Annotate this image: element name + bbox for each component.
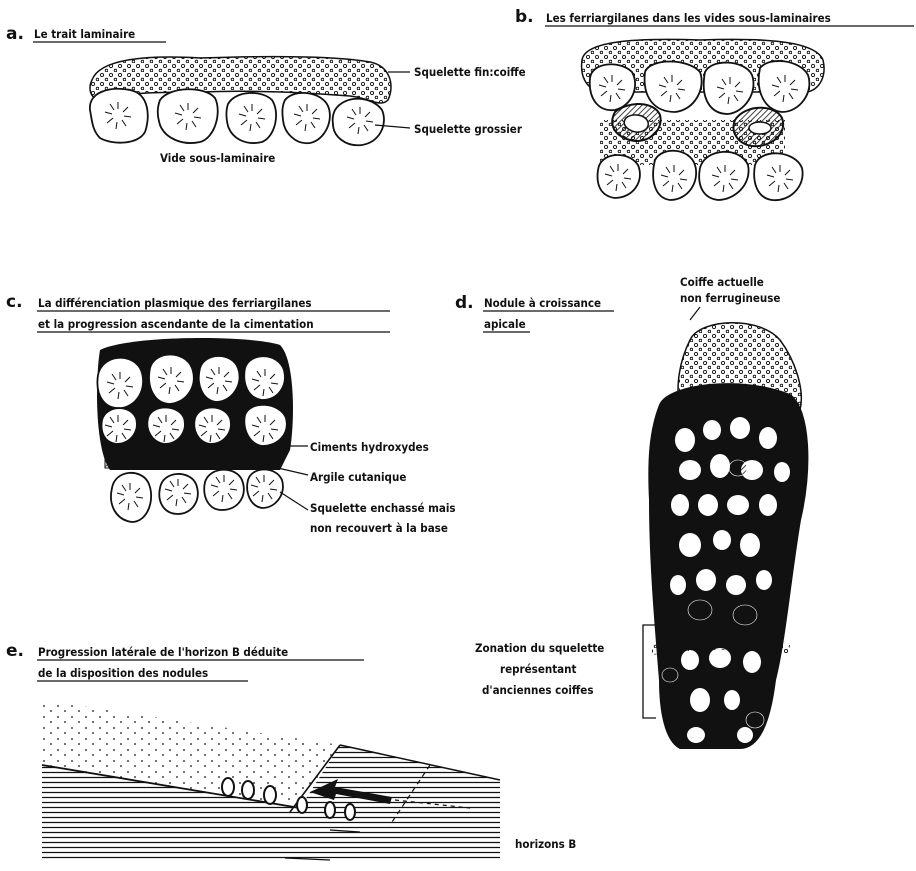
panel-e: e. Progression latérale de l'horizon B d… [6,641,576,860]
panel-d-title-line2: apicale [484,317,526,331]
coarse-grains [90,89,384,145]
panel-a-letter: a. [6,24,24,44]
panel-d-letter: d. [455,293,474,313]
label-fine-skeleton: Squelette fin:coiffe [414,65,526,79]
label-cap-line1: Coiffe actuelle [680,275,764,289]
label-cements: Ciments hydroxydes [310,440,429,454]
panel-d: d. Nodule à croissance apicale Coiffe ac… [455,275,807,748]
panel-a-title: Le trait laminaire [34,27,135,41]
label-coarse-skeleton: Squelette grossier [414,122,523,136]
panel-e-title-line1: Progression latérale de l'horizon B dédu… [38,645,288,659]
label-horizon-b: horizons B [515,837,576,851]
panel-e-letter: e. [6,641,24,661]
panel-b: b. Les ferriargilanes dans les vides sou… [515,7,914,200]
label-zonation-line1: Zonation du squelette [475,641,604,655]
label-skeleton-line1: Squelette enchassé mais [310,501,456,515]
label-zonation-line3: d'anciennes coiffes [482,683,593,697]
label-cutanic-clay: Argile cutanique [310,470,406,484]
label-skeleton-line2: non recouvert à la base [310,521,448,535]
panel-b-title: Les ferriargilanes dans les vides sous-l… [546,11,831,25]
panel-d-title-line1: Nodule à croissance [484,296,601,310]
label-sublaminar-void: Vide sous-laminaire [160,151,275,165]
panel-c-title-line2: et la progression ascendante de la cimen… [38,317,314,331]
label-cap-line2: non ferrugineuse [680,291,780,305]
label-zonation-line2: représentant [500,662,576,676]
panel-c-letter: c. [6,292,23,312]
panel-b-letter: b. [515,7,534,27]
panel-c-title-line1: La différenciation plasmique des ferriar… [38,296,312,310]
panel-a: a. Le trait laminaire Squelette fin:coif… [6,24,526,165]
panel-c: c. La différenciation plasmique des ferr… [6,292,456,535]
panel-e-title-line2: de la disposition des nodules [38,666,208,680]
